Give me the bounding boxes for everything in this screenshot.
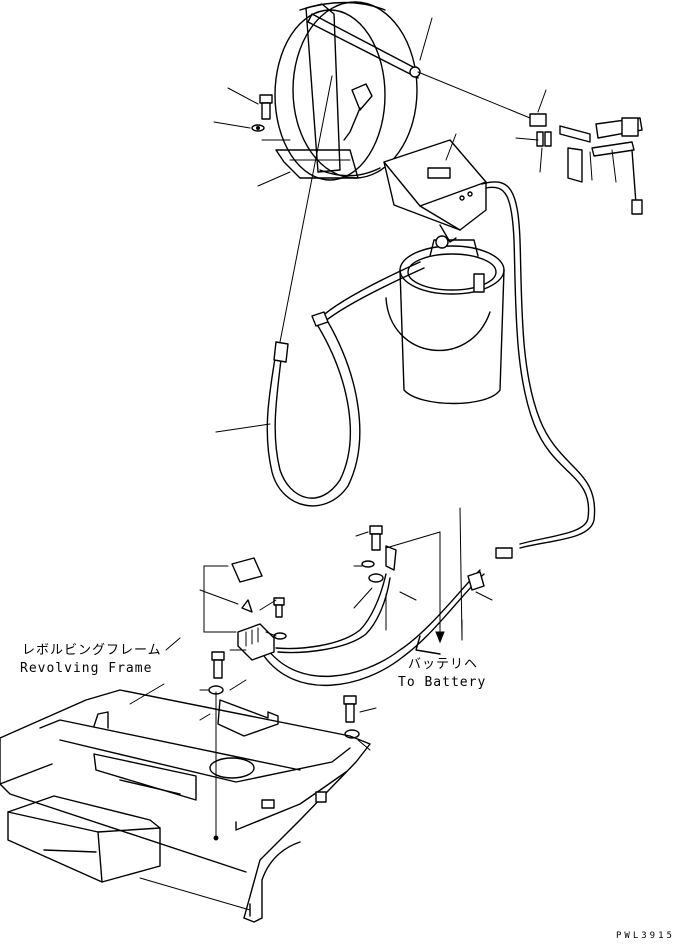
power-cable	[481, 181, 596, 559]
revolving-frame-label-en: Revolving Frame	[20, 661, 153, 676]
battery-label-jp: バッテリヘ	[408, 657, 479, 672]
grease-hose	[266, 75, 425, 507]
nozzle-gun	[529, 113, 643, 215]
grease-bucket	[385, 235, 505, 405]
harness	[263, 569, 485, 686]
battery-label-en: To Battery	[398, 675, 487, 690]
grease-pump	[383, 139, 487, 243]
relay	[231, 557, 275, 661]
revolving-frame	[0, 689, 371, 923]
hose-reel	[274, 1, 421, 181]
reel-mount-bolt	[251, 94, 273, 132]
drawing-code: PWL3915	[616, 931, 675, 941]
revolving-frame-label-jp: レボルビングフレーム	[22, 643, 162, 658]
